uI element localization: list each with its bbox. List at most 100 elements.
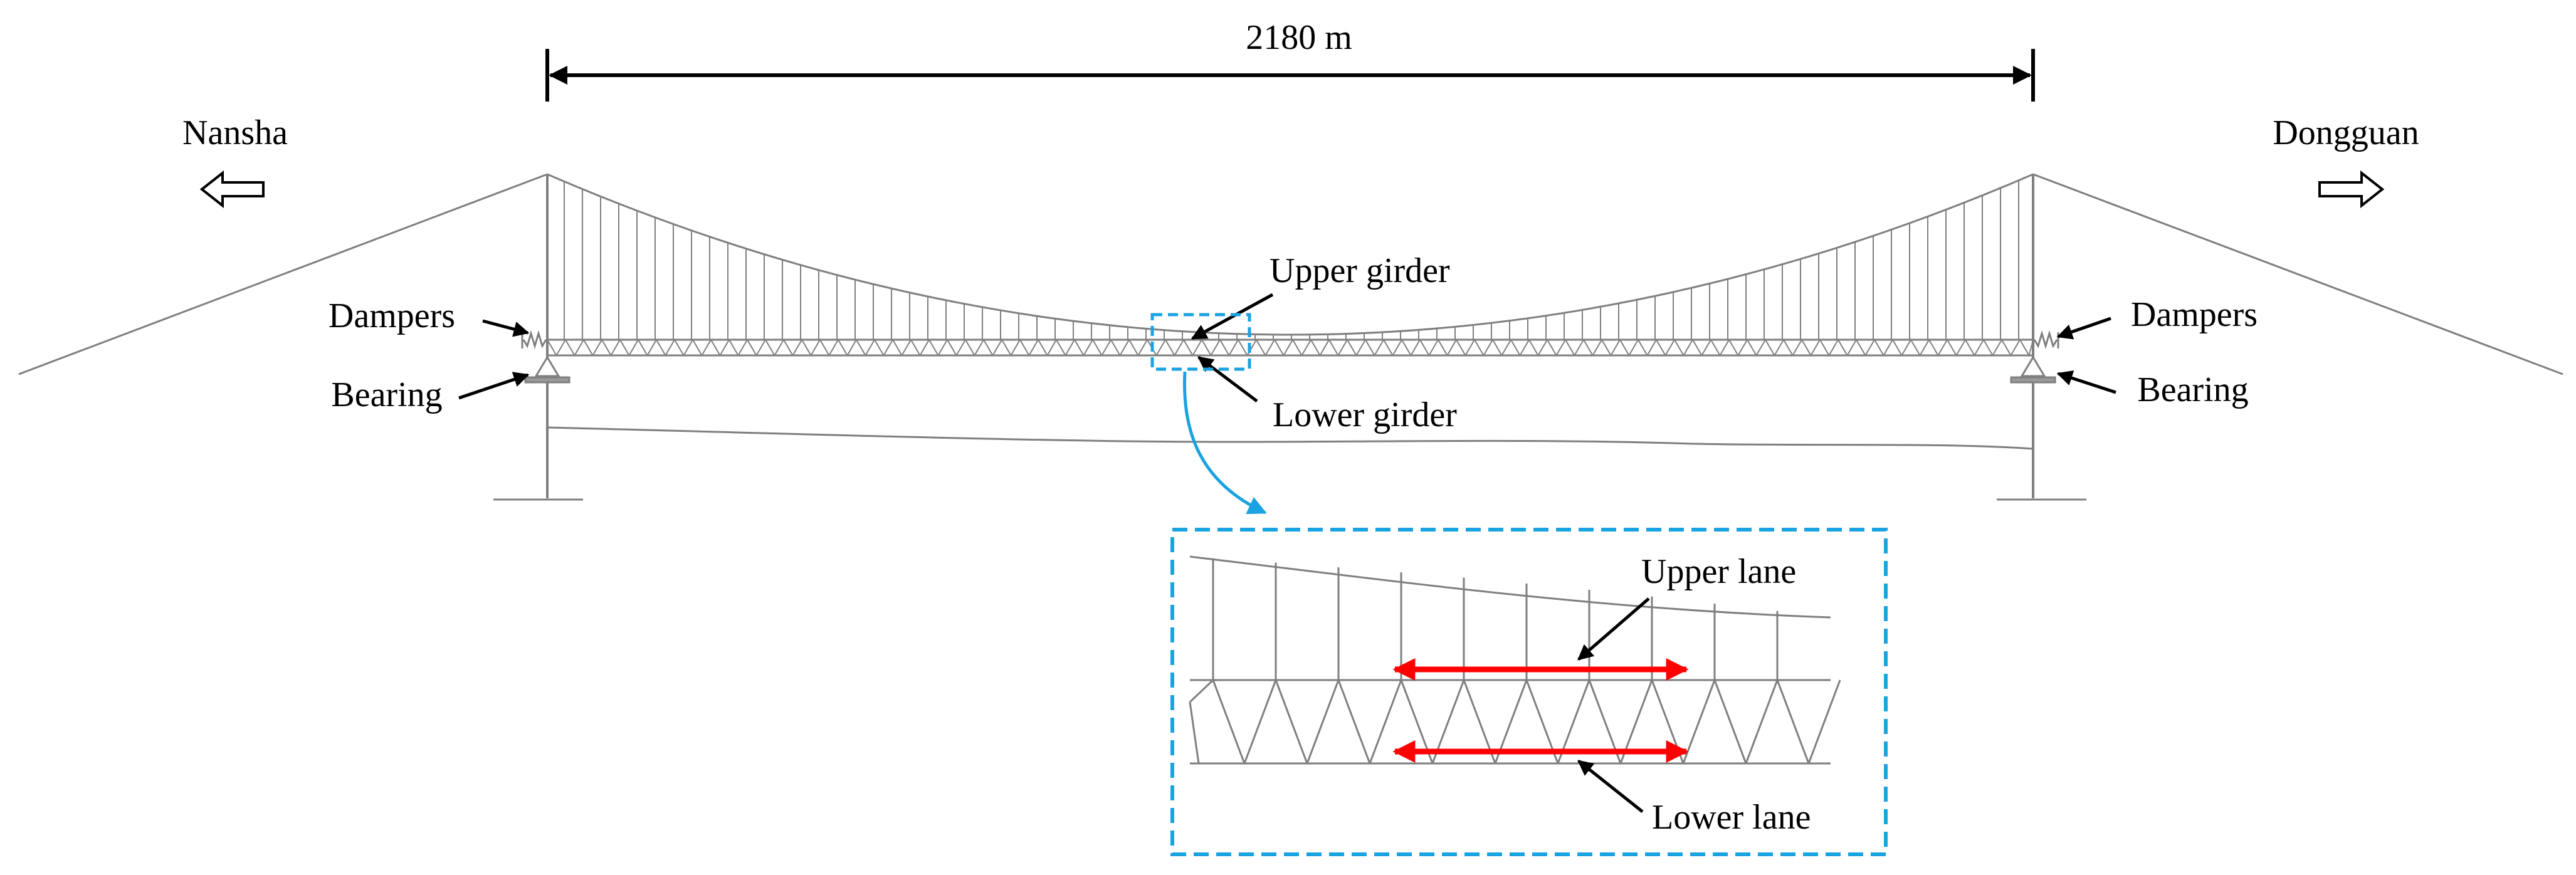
- truss-diagonal: [1383, 339, 1394, 356]
- truss-diagonal: [1901, 339, 1911, 356]
- truss-diagonal: [838, 339, 848, 356]
- bearing-label-right: Bearing: [2137, 370, 2248, 409]
- truss-diagonal: [574, 339, 584, 356]
- truss-diagonal: [2019, 339, 2030, 356]
- truss-diagonal: [1165, 339, 1175, 356]
- truss-diagonal: [1238, 339, 1248, 356]
- main-cable: [547, 173, 2034, 336]
- detail-truss-diagonal: [1189, 679, 1214, 703]
- truss-diagonal: [619, 339, 630, 356]
- truss-diagonal: [1092, 339, 1103, 356]
- lane-annotations: Upper lane Lower lane: [1577, 552, 1811, 837]
- truss-diagonal: [1828, 339, 1839, 356]
- truss-diagonal: [1728, 339, 1739, 356]
- truss-diagonal: [1519, 339, 1530, 356]
- truss-diagonal: [1483, 339, 1493, 356]
- truss-diagonal: [937, 339, 948, 356]
- truss-diagonal: [1783, 339, 1794, 356]
- truss-diagonal: [883, 339, 893, 356]
- girder-annotations: Upper girder Lower girder: [1191, 251, 1457, 434]
- hollow-arrow-left-icon: [199, 170, 265, 209]
- truss-diagonal: [583, 339, 594, 356]
- truss-diagonal: [1101, 339, 1112, 356]
- bearing-right-icon: [2010, 355, 2056, 384]
- truss-diagonal: [1446, 339, 1457, 356]
- truss-diagonal: [1528, 339, 1539, 356]
- truss-diagonal: [1547, 339, 1557, 356]
- truss-diagonal: [955, 339, 966, 356]
- detail-callout: [1150, 313, 1888, 856]
- truss-diagonal: [1501, 339, 1511, 356]
- truss-diagonal: [1301, 339, 1312, 356]
- span-label: 2180 m: [1246, 18, 1352, 57]
- truss-diagonal: [1565, 339, 1575, 356]
- truss-diagonal: [1328, 339, 1339, 356]
- truss-diagonal: [783, 339, 794, 356]
- truss-diagonal: [2028, 339, 2034, 356]
- truss-diagonal: [1583, 339, 1594, 356]
- truss-diagonal: [965, 339, 975, 356]
- truss-diagonal: [1038, 339, 1048, 356]
- detail-truss-diagonal: [1212, 679, 1246, 764]
- truss-diagonal: [792, 339, 802, 356]
- truss-diagonal: [1456, 339, 1466, 356]
- deck-truss: [547, 339, 2034, 356]
- truss-diagonal: [1692, 339, 1703, 356]
- direction-left: Nansha: [182, 113, 288, 209]
- truss-diagonal: [1628, 339, 1639, 356]
- detail-truss-diagonal: [1807, 679, 1841, 764]
- truss-diagonal: [892, 339, 903, 356]
- truss-diagonal: [1974, 339, 1984, 356]
- truss-diagonal: [910, 339, 921, 356]
- river-line: [547, 426, 2034, 450]
- truss-diagonal: [1619, 339, 1630, 356]
- dampers-label-left: Dampers: [329, 296, 455, 335]
- truss-diagonal: [983, 339, 994, 356]
- truss-diagonal: [719, 339, 730, 356]
- detail-truss-diagonal: [1776, 679, 1810, 764]
- truss-diagonal: [547, 339, 557, 356]
- truss-diagonal: [1347, 339, 1357, 356]
- truss-diagonal: [1765, 339, 1775, 356]
- truss-diagonal: [874, 339, 885, 356]
- truss-diagonal: [1701, 339, 1711, 356]
- truss-diagonal: [1919, 339, 1930, 356]
- truss-diagonal: [747, 339, 757, 356]
- truss-diagonal: [1074, 339, 1085, 356]
- truss-diagonal: [1710, 339, 1721, 356]
- truss-diagonal: [846, 339, 857, 356]
- truss-diagonal: [1292, 339, 1303, 356]
- truss-diagonal: [1010, 339, 1021, 356]
- truss-diagonal: [1910, 339, 1921, 356]
- support-annotations: Dampers Bearing Dampers Bearing: [329, 295, 2258, 414]
- damper-left-icon: [521, 330, 547, 350]
- truss-diagonal: [901, 339, 912, 356]
- truss-diagonal: [1801, 339, 1812, 356]
- truss-diagonal: [755, 339, 766, 356]
- detail-truss-diagonal: [1243, 679, 1277, 764]
- detail-truss-diagonal: [1275, 679, 1308, 764]
- truss-diagonal: [1128, 339, 1139, 356]
- truss-diagonal: [646, 339, 657, 356]
- truss-diagonal: [1774, 339, 1784, 356]
- truss-diagonal: [1228, 339, 1239, 356]
- truss-diagonal: [1155, 339, 1166, 356]
- truss-diagonal: [1210, 339, 1221, 356]
- truss-diagonal: [1065, 339, 1075, 356]
- hangers: [564, 180, 2019, 340]
- truss-diagonal: [1846, 339, 1857, 356]
- truss-diagonal: [701, 339, 712, 356]
- truss-diagonal: [1264, 339, 1275, 356]
- truss-diagonal: [1083, 339, 1093, 356]
- truss-diagonal: [1574, 339, 1584, 356]
- truss-diagonal: [737, 339, 748, 356]
- detail-truss-diagonal: [1713, 679, 1747, 764]
- truss-diagonal: [1656, 339, 1666, 356]
- truss-diagonal: [656, 339, 666, 356]
- truss-diagonal: [1028, 339, 1039, 356]
- truss-diagonal: [919, 339, 930, 356]
- truss-diagonal: [1056, 339, 1066, 356]
- upper-lane-label: Upper lane: [1641, 552, 1796, 591]
- truss-diagonal: [1955, 339, 1966, 356]
- truss-diagonal: [1965, 339, 1975, 356]
